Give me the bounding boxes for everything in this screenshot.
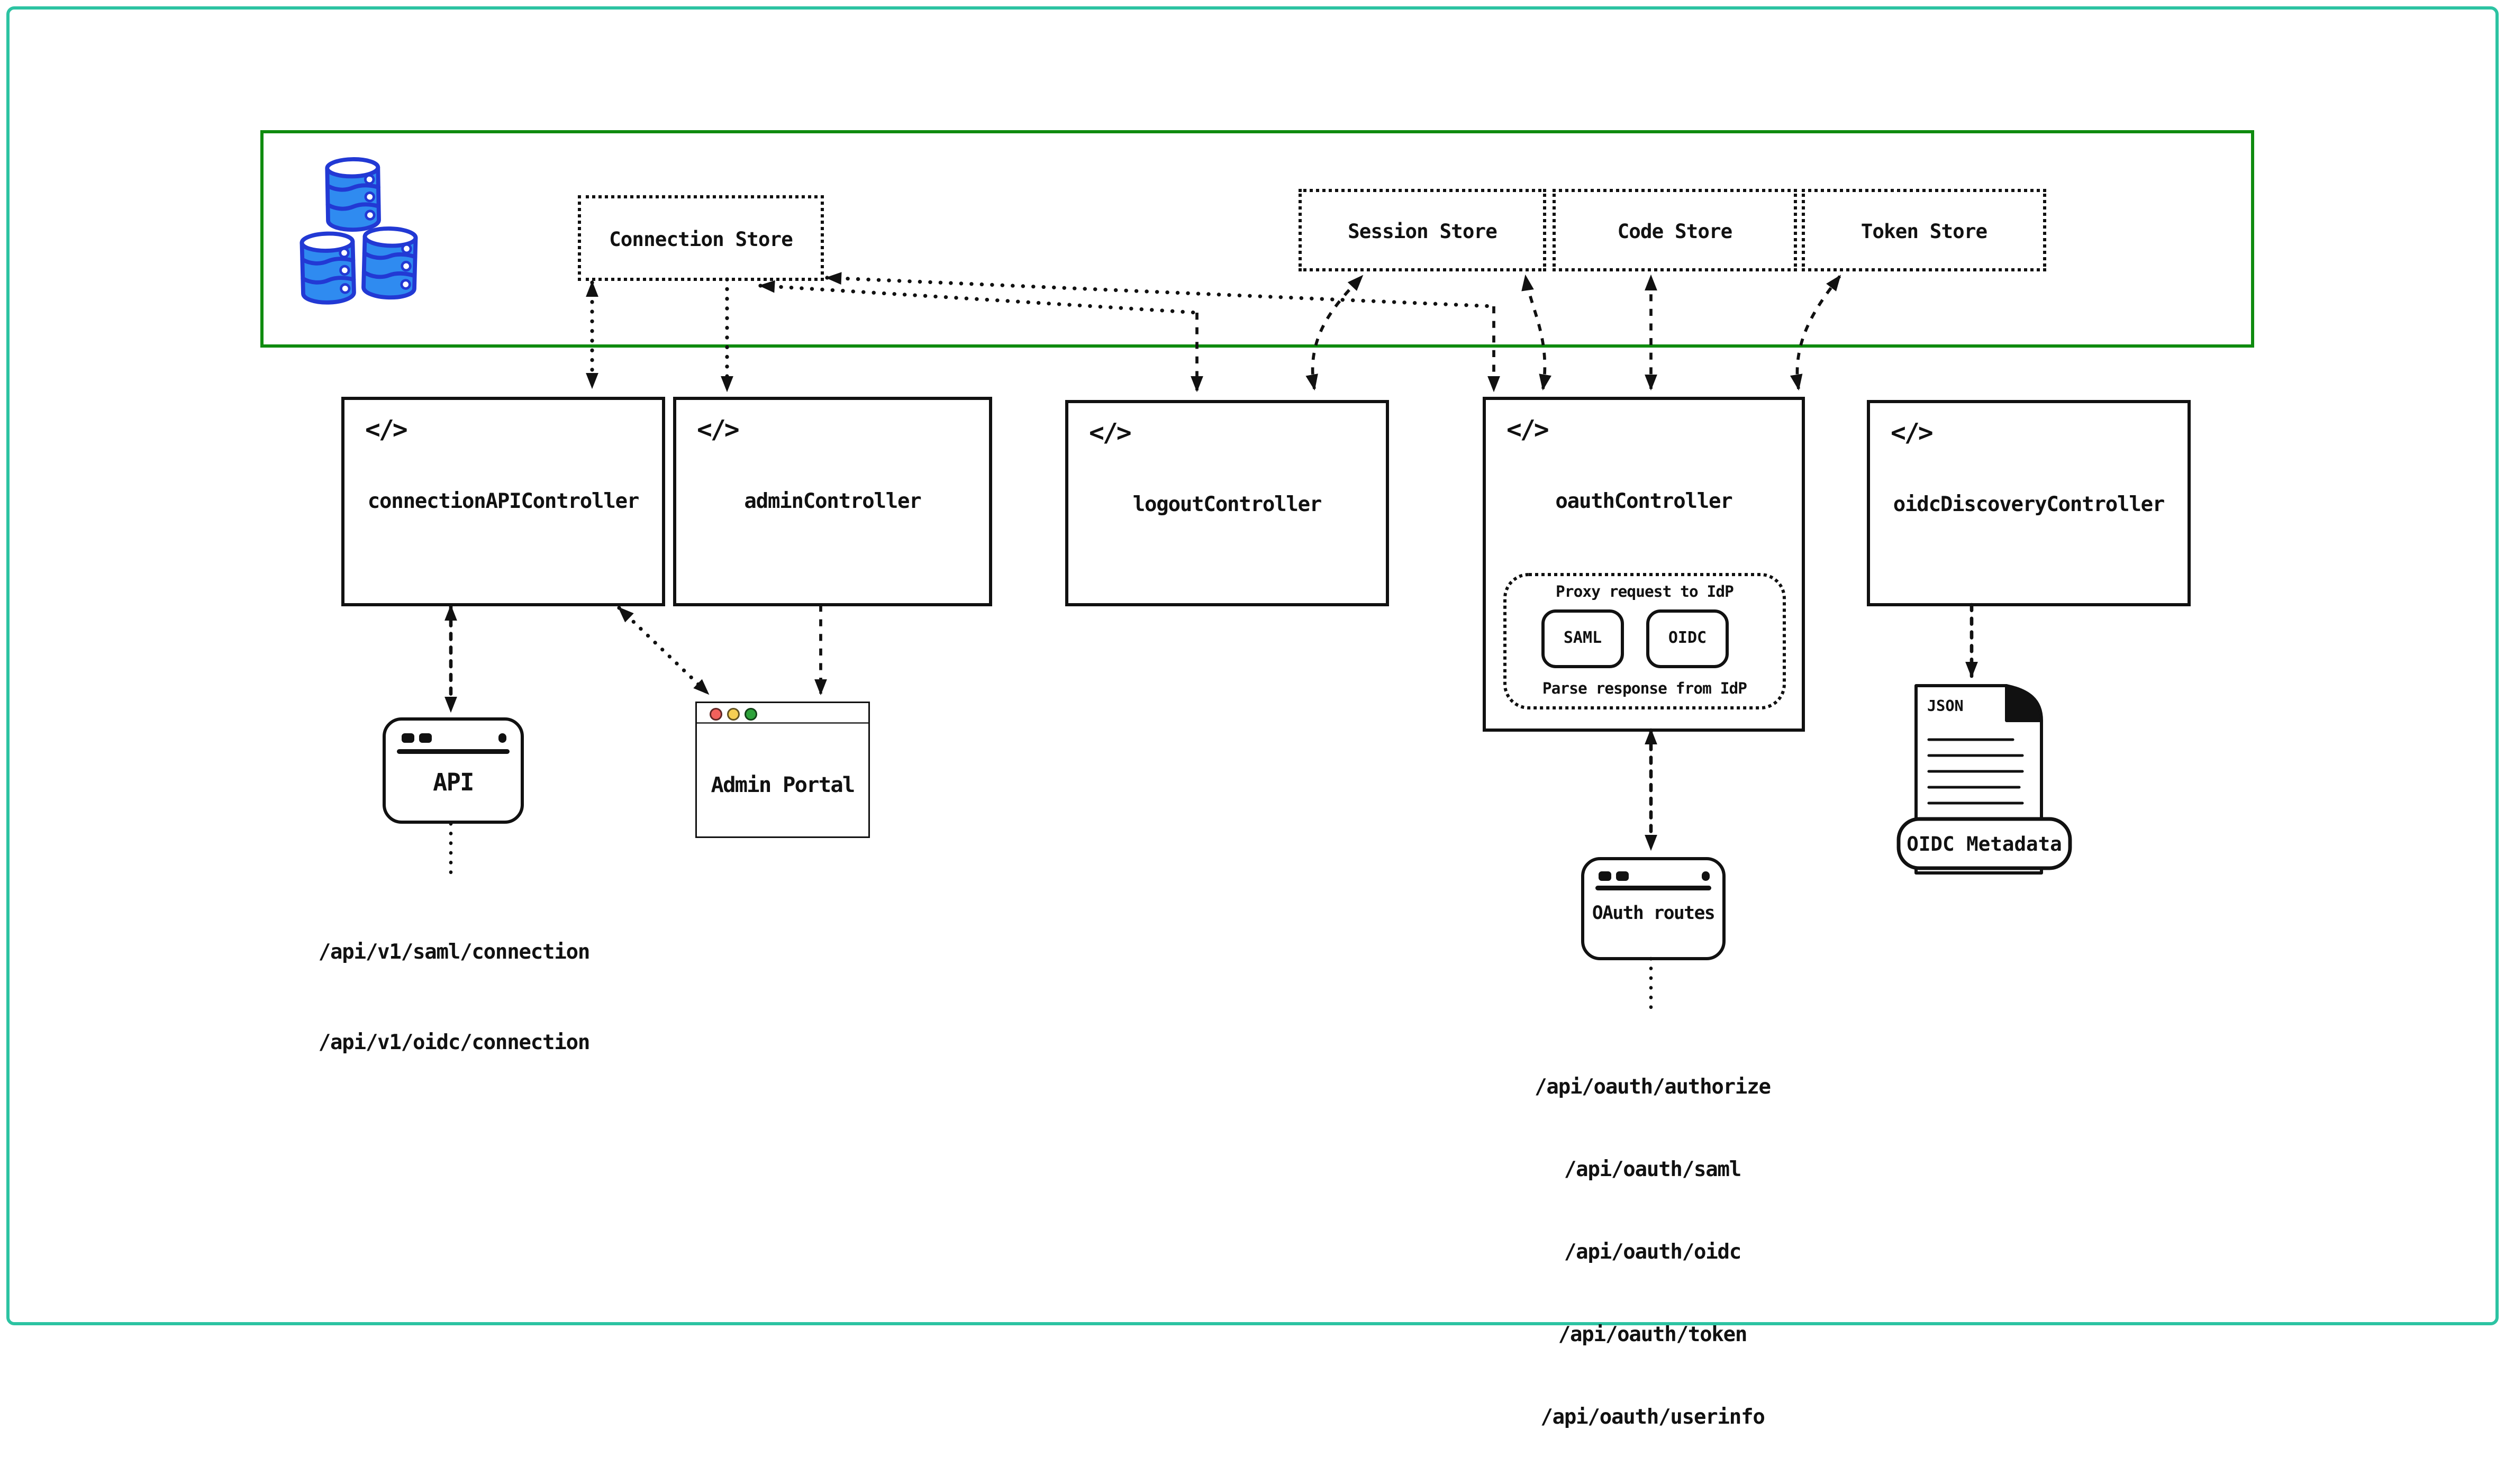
close-traffic-light-icon [710,708,722,721]
admin-portal-titlebar [697,703,868,724]
route-path: /api/v1/saml/connection [318,941,591,965]
window-button-icon [419,733,432,742]
idp-proxy-group: Proxy request to IdP SAML OIDC Parse res… [1503,573,1786,709]
window-button-icon [1701,871,1710,880]
admin-portal-label: Admin Portal [711,773,855,798]
route-path: /api/oauth/oidc [1564,1241,1741,1265]
store-session: Session Store [1299,189,1546,271]
admin-portal-window: Admin Portal [695,702,870,838]
code-icon: </> [1506,414,1549,444]
window-button-icon [402,733,414,742]
parse-response-label: Parse response from IdP [1542,681,1747,698]
route-path: /api/oauth/userinfo [1540,1406,1765,1430]
saml-label: SAML [1563,630,1602,648]
route-path: /api/oauth/token [1558,1324,1748,1348]
oidc-metadata-document: JSON OIDC Metadata [1896,684,2072,875]
store-token-label: Token Store [1860,218,1987,242]
controller-connection-api: </> connectionAPIController [341,397,665,606]
route-path: /api/oauth/authorize [1535,1076,1771,1100]
code-icon: </> [697,414,740,444]
oidc-label: OIDC [1668,630,1707,648]
saml-protocol-chip: SAML [1541,609,1624,668]
controller-logout: </> logoutController [1065,400,1389,606]
architecture-diagram: Connection Store Session Store Code Stor… [6,6,2499,1430]
oidc-protocol-chip: OIDC [1646,609,1729,668]
minimize-traffic-light-icon [727,708,740,721]
route-path: /api/oauth/saml [1564,1159,1741,1182]
api-window-label: API [433,768,474,797]
controller-oidc-discovery: </> oidcDiscoveryController [1867,400,2191,606]
api-route-list: /api/v1/saml/connection /api/v1/oidc/con… [295,884,613,1113]
store-connection: Connection Store [578,195,824,281]
oauth-route-list: /api/oauth/authorize /api/oauth/saml /ap… [1494,1024,1811,1484]
store-code-label: Code Store [1617,218,1733,242]
store-session-label: Session Store [1348,218,1497,242]
store-connection-label: Connection Store [609,226,793,250]
code-icon: </> [365,414,408,444]
window-button-icon [1599,871,1611,880]
code-icon: </> [1089,417,1132,448]
oidc-metadata-label: OIDC Metadata [1907,832,2062,855]
document-text-lines [1927,738,2024,805]
window-button-icon [1616,871,1629,880]
oauth-routes-window-icon: OAuth routes [1581,857,1726,960]
window-button-icon [497,733,506,742]
route-path: /api/v1/oidc/connection [318,1032,591,1055]
maximize-traffic-light-icon [745,708,757,721]
oauth-routes-label: OAuth routes [1592,902,1716,924]
controller-admin: </> adminController [673,397,992,606]
json-type-label: JSON [1927,697,1964,715]
controller-oidc-discovery-label: oidcDiscoveryController [1893,494,2165,517]
database-cylinders-icon [299,157,418,305]
diagram-frame [6,6,2499,1325]
controller-connection-api-label: connectionAPIController [367,490,640,514]
code-icon: </> [1891,417,1934,448]
controller-admin-label: adminController [744,490,921,514]
window-titlebar-line [1595,886,1711,890]
controller-oauth-label: oauthController [1555,490,1732,514]
store-code: Code Store [1553,189,1797,271]
proxy-request-label: Proxy request to IdP [1556,584,1734,602]
store-token: Token Store [1802,189,2046,271]
controller-logout-label: logoutController [1132,494,1322,517]
window-titlebar-line [397,749,510,754]
api-window-icon: API [383,717,524,824]
